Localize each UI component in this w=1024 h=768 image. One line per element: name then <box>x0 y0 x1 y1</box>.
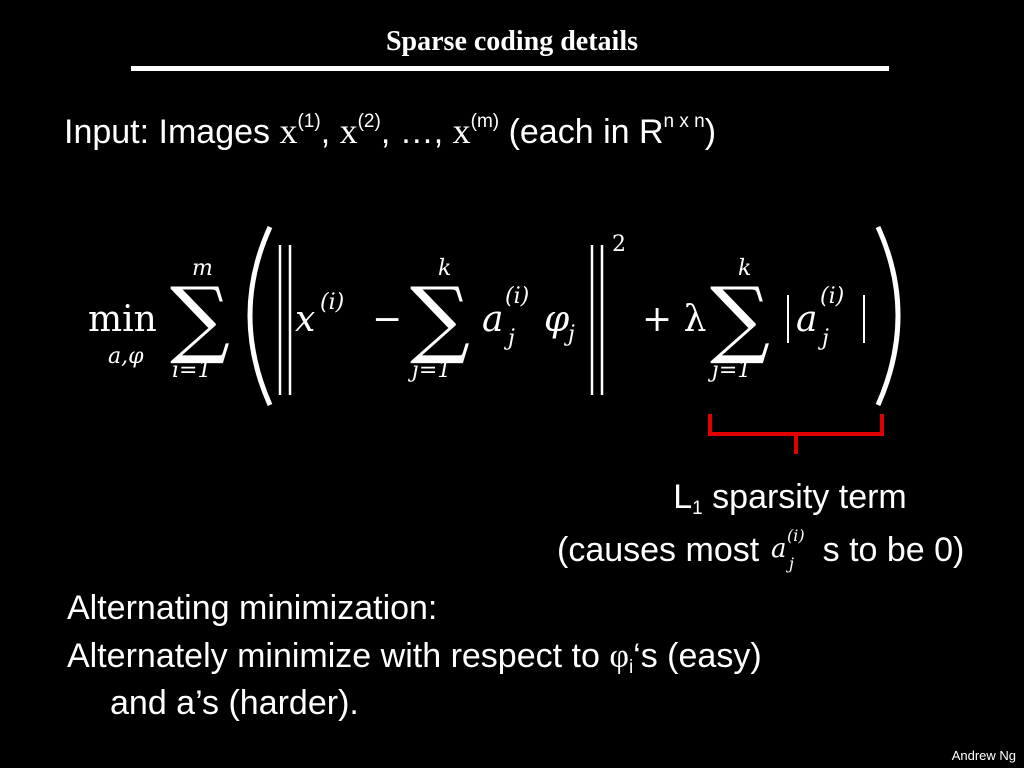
norm-power: 2 <box>612 232 626 257</box>
l1-term-explanation: (causes most a(i) j s to be 0) <box>557 527 964 575</box>
sep: , <box>320 113 340 151</box>
l1-term-label: L1 sparsity term <box>520 478 1024 519</box>
outer-sum-sigma: ∑ <box>170 269 230 367</box>
inline-a-sub: j <box>786 554 794 573</box>
inner-sum-top: k <box>438 256 451 281</box>
x-sup-m: (m) <box>470 111 500 132</box>
a-coef: a <box>482 299 503 340</box>
alternating-heading: Alternating minimization: <box>67 589 438 627</box>
inner-sum-sigma: ∑ <box>410 269 470 367</box>
alt-pre: Alternately minimize with respect to <box>67 637 610 675</box>
x-symbol: x <box>279 111 298 151</box>
reg-a-coef: a <box>796 299 817 340</box>
reg-sum-top: k <box>738 256 751 281</box>
x-symbol: x <box>452 111 471 151</box>
title-underline <box>131 66 889 71</box>
l1-L: L <box>673 478 693 516</box>
sparse-coding-objective: min a,φ m ∑ i=1 x (i) − k ∑ j=1 a (i) j … <box>88 225 901 407</box>
alternating-step: Alternately minimize with respect to φi‘… <box>67 637 762 678</box>
slide-title: Sparse coding details <box>385 26 639 57</box>
min-operator: min <box>88 299 157 340</box>
reg-sum-bottom: j=1 <box>707 358 751 383</box>
l1-sub: 1 <box>692 498 703 519</box>
dims: n x n <box>663 111 705 132</box>
ellipsis: , …, <box>380 113 453 151</box>
x-sup-1: (1) <box>297 111 321 132</box>
inner-sum-bottom: j=1 <box>407 358 451 383</box>
x-symbol: x <box>339 111 358 151</box>
red-underbrace <box>708 414 884 454</box>
l1-rest: sparsity term <box>702 478 907 516</box>
input-suffix: (each in R <box>499 113 664 151</box>
input-prefix: Input: Images <box>64 113 280 151</box>
reg-a-coef-sup: (i) <box>820 284 844 309</box>
x-term-sup: (i) <box>320 290 344 315</box>
left-paren <box>247 225 273 407</box>
inline-a: a <box>771 534 787 564</box>
reg-a-coef-sub: j <box>817 326 829 351</box>
input-close: ) <box>704 113 717 151</box>
inline-a-sup: (i) <box>787 527 805 545</box>
alternating-step-cont: and a’s (harder). <box>110 684 359 722</box>
explanation-pre: (causes most <box>557 531 769 569</box>
a-coef-sub: j <box>503 326 515 351</box>
a-ij-inline: a(i) j <box>771 527 805 573</box>
outer-sum-bottom: i=1 <box>172 358 211 383</box>
author-footer: Andrew Ng <box>951 748 1016 763</box>
min-subscript: a,φ <box>108 344 144 369</box>
plus-lambda: + λ <box>642 299 706 340</box>
right-paren <box>875 225 901 407</box>
outer-sum-top: m <box>192 256 213 281</box>
phi-sub: i <box>628 657 634 678</box>
phi-basis: φ <box>544 299 570 340</box>
x-sup-2: (2) <box>357 111 381 132</box>
reg-sum-sigma: ∑ <box>710 269 770 367</box>
a-coef-sup: (i) <box>505 284 529 309</box>
minus-sign: − <box>372 299 402 340</box>
alt-post: ‘s (easy) <box>633 637 762 675</box>
explanation-post: s to be 0) <box>822 531 965 569</box>
phi-symbol: φ <box>609 638 629 675</box>
input-description: Input: Images x(1), x(2), …, x(m) (each … <box>64 110 716 152</box>
x-term: x <box>295 299 315 340</box>
